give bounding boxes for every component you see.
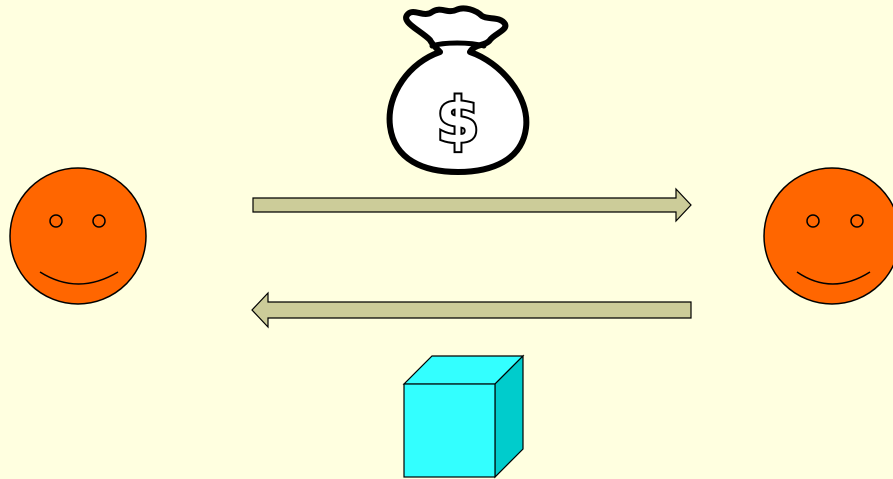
right-person-smiley-icon: [763, 167, 893, 305]
cube-front-face: [403, 383, 496, 478]
right-eye: [850, 214, 864, 228]
left-person-smiley-icon: [9, 167, 147, 305]
right-eye: [92, 214, 106, 228]
smile: [39, 271, 119, 285]
left-eye: [49, 214, 63, 228]
left-eye: [806, 214, 820, 228]
arrow-right-icon: [252, 187, 692, 223]
smile: [796, 271, 871, 285]
money-bag-icon: $: [386, 5, 530, 175]
cube-icon: [402, 354, 525, 479]
dollar-sign: $: [436, 84, 479, 157]
arrow-left-icon: [251, 291, 692, 329]
